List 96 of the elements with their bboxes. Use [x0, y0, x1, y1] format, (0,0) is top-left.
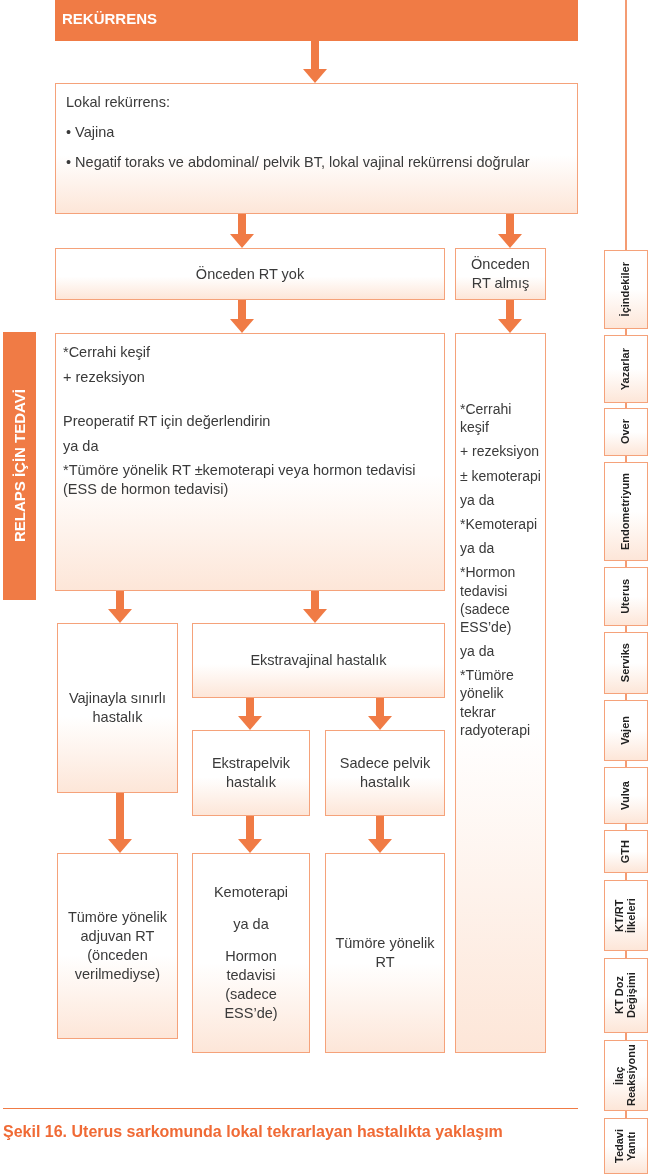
tab-label: KT/RT İlkeleri: [614, 897, 638, 935]
process-box: [55, 83, 578, 214]
node-text: Kemoterapi: [213, 883, 289, 903]
node-text: • Negatif toraks ve abdominal/ pelvik BT, lokal vajinal rekürrensi doğrular: [66, 152, 531, 172]
node-text: ± kemoterapi: [460, 466, 541, 485]
node-text: RELAPS İÇİN TEDAVİ: [9, 389, 29, 543]
node-text: Önceden RT yok: [195, 264, 305, 284]
process-box: [57, 853, 178, 1039]
process-box: [455, 248, 546, 300]
nav-tab: [604, 958, 648, 1033]
node-text: + rezeksiyon: [460, 442, 540, 461]
node-text: Tümöre yönelik RT: [334, 934, 436, 972]
process-box: [325, 730, 445, 816]
connector-line: [625, 1032, 627, 1041]
node-text: Preoperatif RT için değerlendirin: [63, 411, 272, 431]
process-box: [55, 248, 445, 300]
tab-label: Yazarlar: [620, 347, 632, 391]
process-box: [57, 623, 178, 793]
arrow: [108, 591, 132, 623]
process-box: [192, 623, 445, 698]
node-text: ya da: [63, 436, 100, 456]
nav-tab: [604, 335, 648, 403]
arrow: [238, 698, 262, 730]
nav-tab: [604, 1040, 648, 1111]
connector-line: [625, 0, 627, 251]
arrow: [368, 816, 392, 853]
connector-line: [625, 328, 627, 336]
connector-line: [625, 823, 627, 831]
nav-tab: [604, 767, 648, 824]
node-text: Lokal rekürrens:: [66, 93, 171, 112]
tab-label: Over: [620, 419, 632, 445]
connector-line: [625, 455, 627, 463]
node-text: Vajinayla sınırlı hastalık: [67, 689, 168, 727]
tab-label: İçindekiler: [620, 262, 632, 317]
connector-line: [625, 560, 627, 568]
arrow: [303, 591, 327, 623]
node-text: *Tümöre yönelik tekrar radyoterapi: [460, 666, 532, 739]
nav-tab: [604, 632, 648, 694]
tab-label: Vulva: [620, 781, 632, 810]
section-band: [3, 332, 36, 600]
node-text: Önceden RT almış: [470, 255, 531, 293]
process-box: [325, 853, 445, 1053]
node-text: *Cerrahi keşif: [63, 343, 152, 362]
node-text: ya da: [460, 490, 496, 509]
node-text: Hormon tedavisi (sadece ESS’de): [223, 947, 279, 1023]
arrow: [303, 41, 327, 83]
node-text: *Tümöre yönelik RT ±kemoterapi veya hormon tedavisi (ESS de hormon tedavisi): [63, 461, 417, 500]
tab-label: Uterus: [620, 579, 632, 614]
tab-label: Vajen: [620, 716, 632, 745]
tab-label: GTH: [620, 839, 632, 864]
nav-tab: [604, 567, 648, 626]
header-band: [55, 0, 578, 41]
connector-line: [625, 402, 627, 409]
arrow: [238, 816, 262, 853]
node-text: REKÜRRENS: [62, 9, 158, 29]
node-text: Ekstravajinal hastalık: [250, 651, 387, 670]
node-text: ya da: [233, 915, 269, 935]
arrow: [498, 300, 522, 333]
process-box: [455, 333, 546, 1053]
nav-tab: [604, 408, 648, 456]
nav-tab: [604, 1118, 648, 1174]
arrow: [230, 214, 254, 248]
nav-tab: [604, 830, 648, 873]
tab-label: KT Doz Değişimi: [614, 971, 638, 1021]
connector-line: [625, 693, 627, 701]
arrow: [498, 214, 522, 248]
nav-tab: [604, 250, 648, 329]
figure-caption: Şekil 16. Uterus sarkomunda lokal tekrarlayan hastalıkta yaklaşım: [3, 1122, 504, 1142]
connector-line: [625, 950, 627, 959]
tab-label: Tedavi Yanıtı: [614, 1128, 638, 1165]
node-text: • Vajina: [66, 122, 116, 142]
node-text: Tümöre yönelik adjuvan RT (önceden verilmediyse): [66, 908, 169, 984]
node-text: *Cerrahi keşif: [460, 400, 513, 437]
nav-tab: [604, 700, 648, 761]
connector-line: [625, 872, 627, 881]
connector-line: [625, 760, 627, 768]
process-box: [55, 333, 445, 591]
node-text: *Kemoterapi: [460, 514, 539, 534]
arrow: [230, 300, 254, 333]
node-text: Sadece pelvik hastalık: [338, 754, 432, 792]
nav-tab: [604, 462, 648, 561]
node-text: Ekstrapelvik hastalık: [210, 754, 292, 792]
node-text: ya da: [460, 642, 496, 661]
node-text: *Hormon tedavisi (sadece ESS’de): [460, 563, 517, 637]
process-box: [192, 853, 310, 1053]
node-text: ya da: [460, 539, 496, 558]
tab-label: Endometriyum: [620, 473, 632, 550]
connector-line: [625, 625, 627, 633]
arrow: [368, 698, 392, 730]
tab-label: Serviks: [620, 643, 632, 683]
connector-line: [625, 1110, 627, 1119]
arrow: [108, 793, 132, 853]
node-text: + rezeksiyon: [63, 367, 146, 387]
nav-tab: [604, 880, 648, 951]
process-box: [192, 730, 310, 816]
tab-label: İlaç Reaksiyonu: [614, 1043, 638, 1109]
